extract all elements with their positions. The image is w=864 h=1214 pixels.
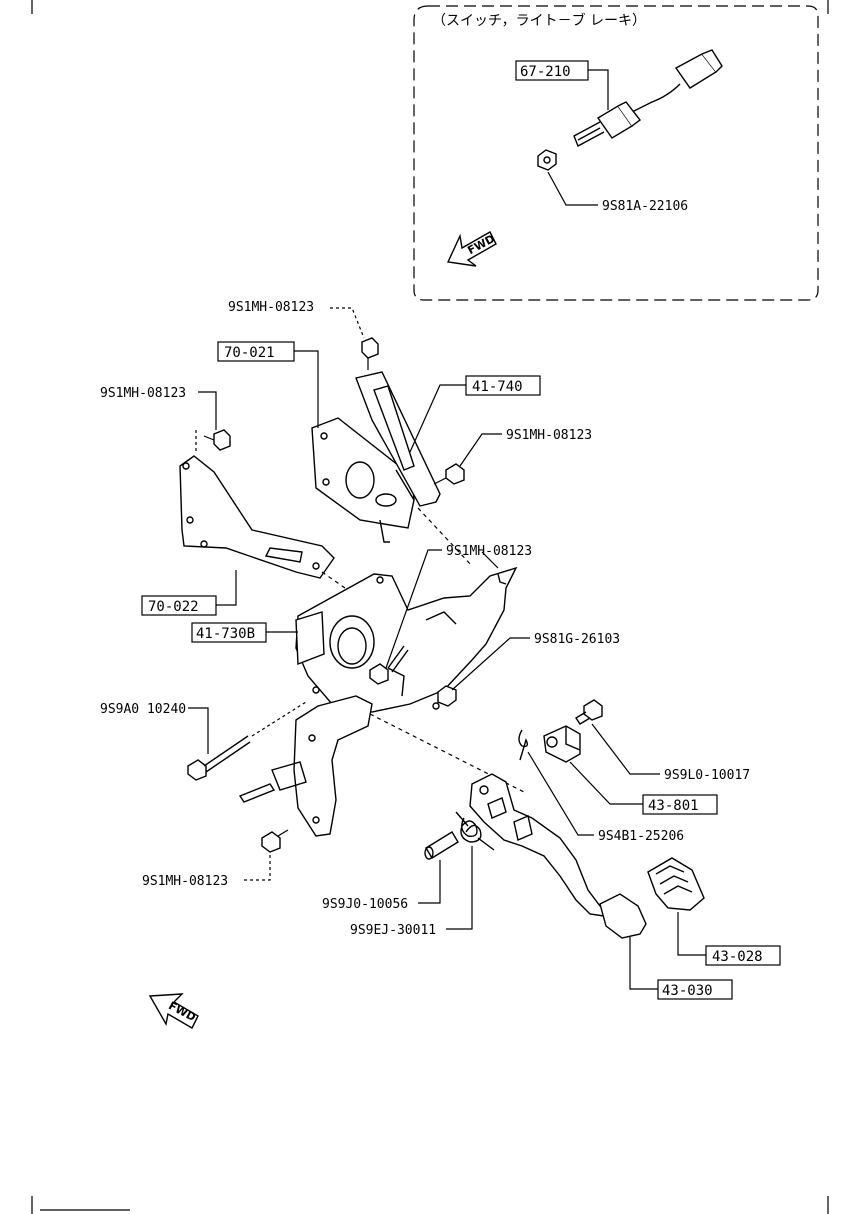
- label-pedal: 43-030: [662, 983, 713, 999]
- label-pin: 9S9J0-10056: [322, 897, 408, 912]
- bracket-upper-icon: [311, 417, 415, 543]
- pedal-pad-icon: [647, 857, 705, 911]
- label-bracket-lower: 70-022: [148, 599, 199, 615]
- label-bracket-upper: 70-021: [224, 345, 275, 361]
- label-bolt-bottom: 9S1MH-08123: [142, 874, 228, 889]
- nut-label: 9S81A-22106: [602, 199, 688, 214]
- label-bolt-center: 9S1MH-08123: [446, 544, 532, 559]
- label-bolt-right: 9S1MH-08123: [506, 428, 592, 443]
- bolt-left-icon: [203, 429, 231, 451]
- fwd-arrow-icon: FWD: [446, 231, 497, 267]
- label-bracket-side: 41-740: [472, 379, 523, 395]
- pin-bolt-icon: [575, 699, 603, 725]
- brake-pedal-icon: [469, 773, 647, 939]
- pedal-support-icon: [295, 566, 518, 713]
- label-nut-center: 9S81G-26103: [534, 632, 620, 647]
- label-pad: 43-028: [712, 949, 763, 965]
- return-spring-icon: [455, 811, 495, 851]
- fwd-label-inset: FWD: [465, 232, 497, 257]
- clevis-icon: [543, 725, 581, 763]
- label-support: 41-730B: [196, 626, 255, 642]
- bracket-side-icon: [355, 371, 441, 507]
- lower-arm-icon: [238, 695, 373, 837]
- pin-icon: [424, 831, 459, 860]
- bolt-right-icon: [433, 463, 465, 485]
- brake-light-switch-inset: （スイッチ，ライト－ブ レーキ） 67-210 9S81A-22106 FWD: [413, 5, 819, 301]
- ref-switch-label: 67-210: [520, 64, 571, 80]
- brake-light-switch-icon: [573, 101, 641, 147]
- clip-icon: [518, 729, 529, 761]
- bracket-lower-icon: [179, 455, 335, 579]
- switch-connector-icon: [631, 49, 723, 113]
- label-pin-bolt: 9S9L0-10017: [664, 768, 750, 783]
- nut-icon: [537, 149, 557, 171]
- label-bolt-top: 9S1MH-08123: [228, 300, 314, 315]
- bolt-center-icon: [369, 645, 409, 685]
- label-spring: 9S9EJ-30011: [350, 923, 436, 938]
- label-long-bolt: 9S9A0 10240: [100, 702, 186, 717]
- corner-marks: [31, 0, 829, 1214]
- label-clip: 9S4B1-25206: [598, 829, 684, 844]
- label-bolt-left: 9S1MH-08123: [100, 386, 186, 401]
- inset-title: （スイッチ，ライト－ブ レーキ）: [432, 12, 646, 29]
- label-clevis: 43-801: [648, 798, 699, 814]
- long-bolt-icon: [187, 735, 251, 781]
- bolt-top-icon: [361, 337, 379, 370]
- bolt-bottom-icon: [261, 829, 289, 853]
- nut-center-icon: [437, 685, 457, 707]
- fwd-arrow-main-icon: FWD: [148, 993, 199, 1029]
